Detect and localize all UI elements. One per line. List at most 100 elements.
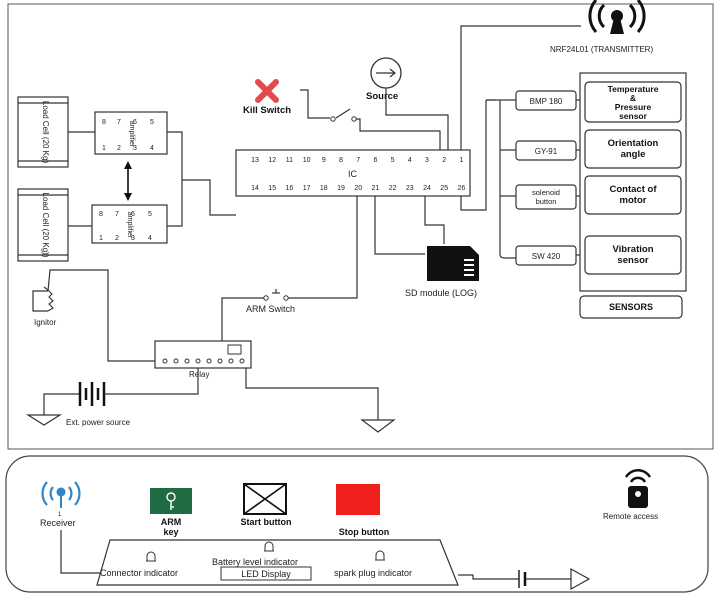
relay-label: Relay <box>189 370 209 379</box>
source-icon <box>370 57 402 89</box>
arm-key-icon[interactable] <box>150 488 192 514</box>
spark-plug-indicator-icon <box>375 550 385 561</box>
ignitor-label: Ignitor <box>34 318 57 327</box>
amplifier-1-label: amplifier <box>128 121 135 148</box>
svg-text:3: 3 <box>133 145 137 152</box>
battery-icon <box>78 382 106 406</box>
svg-text:Contact of: Contact of <box>610 184 658 195</box>
svg-text:4: 4 <box>150 145 154 152</box>
ic-pin-label: 16 <box>286 185 294 192</box>
ic-pin-label: 5 <box>391 157 395 164</box>
ic-pin-label: 24 <box>423 185 431 192</box>
svg-text:3: 3 <box>131 235 135 242</box>
remote-access-icon <box>624 468 652 508</box>
load-cell-2-label: Load Cell (20 Kg)) <box>41 193 50 258</box>
sensor-chip-bmp180: BMP 180 <box>515 90 577 111</box>
transmitter-icon <box>588 0 646 34</box>
stop-button-label: Stop button <box>339 527 389 537</box>
kill-switch-icon[interactable] <box>255 79 279 103</box>
sensor-bus <box>499 99 516 259</box>
svg-text:sensor: sensor <box>619 111 648 121</box>
ic-pin-label: 18 <box>320 185 328 192</box>
ignitor-icon <box>32 286 54 312</box>
ic-pin-label: 7 <box>356 157 360 164</box>
ic-pin-label: 6 <box>373 157 377 164</box>
remote-panel <box>5 455 709 593</box>
svg-text:8: 8 <box>99 211 103 218</box>
svg-text:Vibration: Vibration <box>613 244 654 255</box>
sensor-temperature-pressure: Temperature & Pressure sensor <box>584 81 682 123</box>
sensor-chip-gy91: GY-91 <box>515 140 577 161</box>
sensor-chip-sw420: SW 420 <box>515 245 577 266</box>
ic-pin-label: 13 <box>251 157 259 164</box>
svg-text:motor: motor <box>620 195 647 206</box>
svg-text:&: & <box>630 93 636 103</box>
arm-switch-label: ARM Switch <box>246 304 295 314</box>
battery-indicator-label: Battery level indicator <box>212 557 298 567</box>
remote-ground-icon <box>570 567 591 591</box>
arm-switch-contact <box>263 289 289 301</box>
receiver-icon <box>41 481 81 508</box>
svg-text:6: 6 <box>131 211 135 218</box>
svg-text:2: 2 <box>117 145 121 152</box>
svg-text:SW 420: SW 420 <box>532 252 561 261</box>
load-cell-1-label: Load Cell (20 Kg) <box>41 101 50 164</box>
ic-pin-label: 19 <box>337 185 345 192</box>
ic-label: IC <box>348 169 358 179</box>
source-label: Source <box>366 91 398 102</box>
svg-text:7: 7 <box>115 211 119 218</box>
amplifier-2-label: amplifier <box>126 212 133 239</box>
svg-text:6: 6 <box>133 119 137 126</box>
ic-pin-label: 2 <box>442 157 446 164</box>
ic-pin-label: 11 <box>286 157 293 164</box>
ic-pin-label: 26 <box>458 185 466 192</box>
battery-indicator-icon <box>264 541 274 552</box>
svg-text:5: 5 <box>148 211 152 218</box>
svg-text:BMP 180: BMP 180 <box>530 97 563 106</box>
load-cell-2: Load Cell (20 Kg)) <box>17 188 69 262</box>
top-frame <box>7 3 714 450</box>
ic-pin-label: 8 <box>339 157 343 164</box>
svg-text:1: 1 <box>58 512 62 518</box>
transmitter-label: NRF24L01 (TRANSMITTER) <box>550 45 653 54</box>
ic-pin-label: 9 <box>322 157 326 164</box>
led-display <box>220 566 312 581</box>
load-cell-1: Load Cell (20 Kg) <box>17 96 69 168</box>
led-display-label: LED Display <box>241 569 291 579</box>
ic-pin-label: 17 <box>303 185 311 192</box>
ic-pin-label: 4 <box>408 157 412 164</box>
start-button[interactable] <box>243 483 287 515</box>
svg-text:Pressure: Pressure <box>615 102 652 112</box>
svg-text:2: 2 <box>115 235 119 242</box>
ic-pin-label: 12 <box>268 157 276 164</box>
sd-card-icon <box>427 246 479 281</box>
sensors-title-box: SENSORS <box>579 295 683 319</box>
remote-access-label: Remote access <box>603 512 658 521</box>
ground-icon <box>360 419 396 433</box>
svg-text:5: 5 <box>150 119 154 126</box>
amplifier-2: 8 7 6 5 1 2 3 4 amplifier <box>91 204 168 244</box>
stop-button[interactable] <box>336 484 380 515</box>
connector-indicator-label: Connector indicator <box>100 568 178 578</box>
sensor-contact-motor: Contact of motor <box>584 175 682 215</box>
svg-text:GY-91: GY-91 <box>535 147 558 156</box>
kill-switch-label: Kill Switch <box>243 105 291 116</box>
ic-pin-label: 23 <box>406 185 414 192</box>
svg-text:1: 1 <box>99 235 103 242</box>
svg-text:4: 4 <box>148 235 152 242</box>
svg-text:angle: angle <box>621 149 646 160</box>
receiver-label: Receiver <box>40 518 76 528</box>
spark-plug-indicator-label: spark plug indicator <box>334 568 412 578</box>
sensors-title: SENSORS <box>609 302 653 312</box>
svg-text:7: 7 <box>117 119 121 126</box>
ic-pin-label: 25 <box>440 185 448 192</box>
svg-text:sensor: sensor <box>617 255 648 266</box>
sd-label: SD module (LOG) <box>405 288 477 298</box>
connector-indicator-icon <box>146 551 156 562</box>
